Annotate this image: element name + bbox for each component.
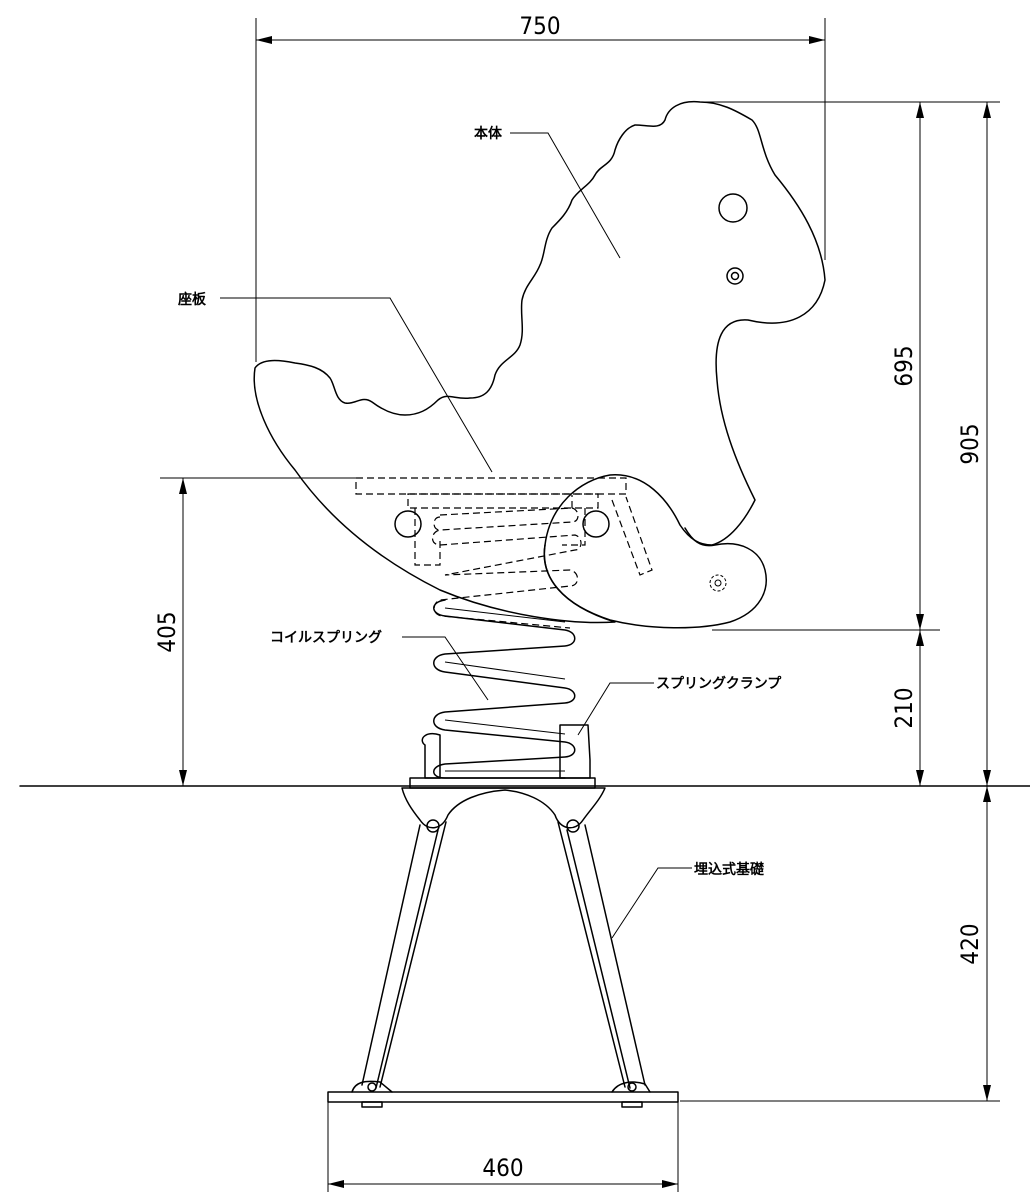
label-spring-clamp: スプリングクランプ — [656, 675, 782, 692]
coil-spring — [433, 599, 576, 779]
arrow-695-bottom — [916, 614, 924, 630]
foundation-foot-left — [351, 1080, 393, 1093]
spring-clamp-left — [421, 733, 441, 779]
leader-spring-clamp — [577, 682, 654, 736]
foot-bolt-left — [367, 1082, 377, 1092]
arrow-905-bottom — [983, 770, 991, 786]
dim-695: 695 — [890, 345, 918, 386]
handle-bolt-inner — [730, 271, 740, 281]
label-seat: 座板 — [178, 291, 207, 308]
anchor-nut-left — [361, 1101, 383, 1108]
foundation-head — [401, 787, 606, 829]
arrow-750-right — [809, 36, 825, 44]
grip-right — [582, 510, 610, 538]
spring-hidden-coils — [431, 507, 582, 629]
arrow-420-top — [983, 786, 991, 802]
foundation-leg-left — [361, 821, 447, 1089]
label-body: 本体 — [474, 125, 503, 142]
arrow-210-bottom — [916, 770, 924, 786]
spring-clamp-right — [559, 724, 591, 779]
lower-bolt-inner — [714, 579, 722, 587]
foundation-leg-right — [557, 821, 646, 1089]
label-coil-spring: コイルスプリング — [270, 629, 382, 646]
coil-spring-inner — [444, 607, 566, 772]
anchor-nut-right — [621, 1101, 643, 1108]
leader-body — [510, 132, 621, 259]
dim-905: 905 — [956, 423, 984, 464]
leader-seat — [220, 297, 493, 473]
handle-bolt-outer — [726, 267, 744, 285]
arrow-420-bottom — [983, 1085, 991, 1101]
foundation-bolt-right — [566, 819, 580, 833]
dim-210: 210 — [890, 687, 918, 728]
seat-plate — [355, 477, 627, 495]
anchor-plate — [327, 1091, 679, 1103]
horse-head-lower — [543, 527, 767, 629]
arrow-210-top — [916, 630, 924, 646]
dim-420: 420 — [956, 923, 984, 964]
seat-mount-right — [562, 508, 586, 546]
leader-coil-spring — [402, 636, 489, 701]
dim-460: 460 — [482, 1154, 523, 1182]
label-foundation: 埋込式基礎 — [694, 861, 765, 878]
spring-hidden-top — [433, 495, 573, 531]
arrow-750-left — [256, 36, 272, 44]
arrow-460-left — [328, 1180, 344, 1188]
seat-strut-diag — [611, 496, 653, 576]
foot-bolt-right — [627, 1082, 637, 1092]
grip-left — [394, 510, 422, 538]
seat-bracket — [407, 493, 599, 509]
foundation-foot-right — [611, 1081, 651, 1093]
dim-750: 750 — [519, 12, 560, 40]
leader-foundation — [611, 867, 692, 939]
dim-405: 405 — [153, 611, 181, 652]
arrow-460-right — [662, 1180, 678, 1188]
eye-hole — [718, 193, 748, 223]
seat-mount-left — [414, 508, 441, 566]
arrow-695-top — [916, 102, 924, 118]
arrow-405-bottom — [179, 770, 187, 786]
arrow-405-top — [179, 478, 187, 494]
lower-bolt-outer — [709, 574, 727, 592]
foundation-bolt-left — [426, 819, 440, 833]
arrow-905-top — [983, 102, 991, 118]
